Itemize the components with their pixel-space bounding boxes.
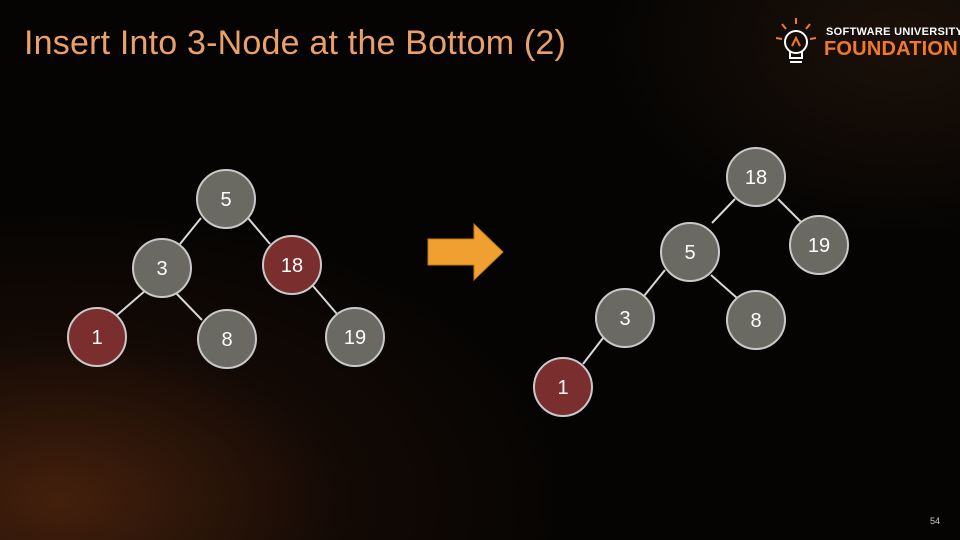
after-tree-edges (582, 198, 804, 365)
node-label: 3 (156, 258, 167, 280)
node-label: 5 (684, 242, 695, 264)
edge-3-1 (582, 337, 604, 365)
after-tree-node-1: 1 (533, 357, 593, 417)
logo-line2: FOUNDATION (824, 38, 958, 60)
before-tree-node-8: 8 (197, 309, 257, 369)
before-tree-node-18: 18 (262, 235, 322, 295)
edge-3-1 (115, 289, 147, 317)
edge-5-3 (179, 217, 202, 245)
before-tree-node-19: 19 (325, 307, 385, 367)
edge-18-19 (312, 285, 338, 315)
page-number: 54 (929, 516, 940, 526)
node-label: 18 (745, 167, 767, 189)
before-tree-edges (115, 217, 338, 321)
node-label: 8 (221, 329, 232, 351)
slide-title: Insert Into 3-Node at the Bottom (2) (24, 24, 567, 62)
after-tree-node-5: 5 (660, 222, 720, 282)
lightbulb-icon (775, 18, 817, 63)
node-label: 5 (220, 189, 231, 211)
before-tree-node-3: 3 (132, 238, 192, 298)
after-tree-node-3: 3 (595, 288, 655, 348)
right-arrow-icon (427, 222, 504, 282)
softuni-logo: SOFTWARE UNIVERSITY FOUNDATION (772, 16, 960, 72)
node-label: 1 (91, 327, 102, 349)
after-tree-node-18: 18 (726, 147, 786, 207)
logo-line1: SOFTWARE UNIVERSITY (826, 26, 960, 38)
edge-5-18 (247, 217, 271, 245)
edge-18-19 (777, 198, 804, 225)
after-tree-node-19: 19 (789, 215, 849, 275)
node-label: 18 (281, 255, 303, 277)
edge-5-3 (643, 269, 666, 297)
edge-3-8 (174, 291, 203, 321)
node-label: 19 (808, 235, 830, 257)
edge-18-5 (711, 198, 736, 224)
node-label: 19 (344, 327, 366, 349)
node-label: 1 (557, 377, 568, 399)
node-label: 3 (619, 308, 630, 330)
before-tree-node-1: 1 (67, 307, 127, 367)
edge-5-8 (710, 274, 738, 299)
after-tree-node-8: 8 (726, 290, 786, 350)
before-tree-node-5: 5 (196, 169, 256, 229)
node-label: 8 (750, 310, 761, 332)
